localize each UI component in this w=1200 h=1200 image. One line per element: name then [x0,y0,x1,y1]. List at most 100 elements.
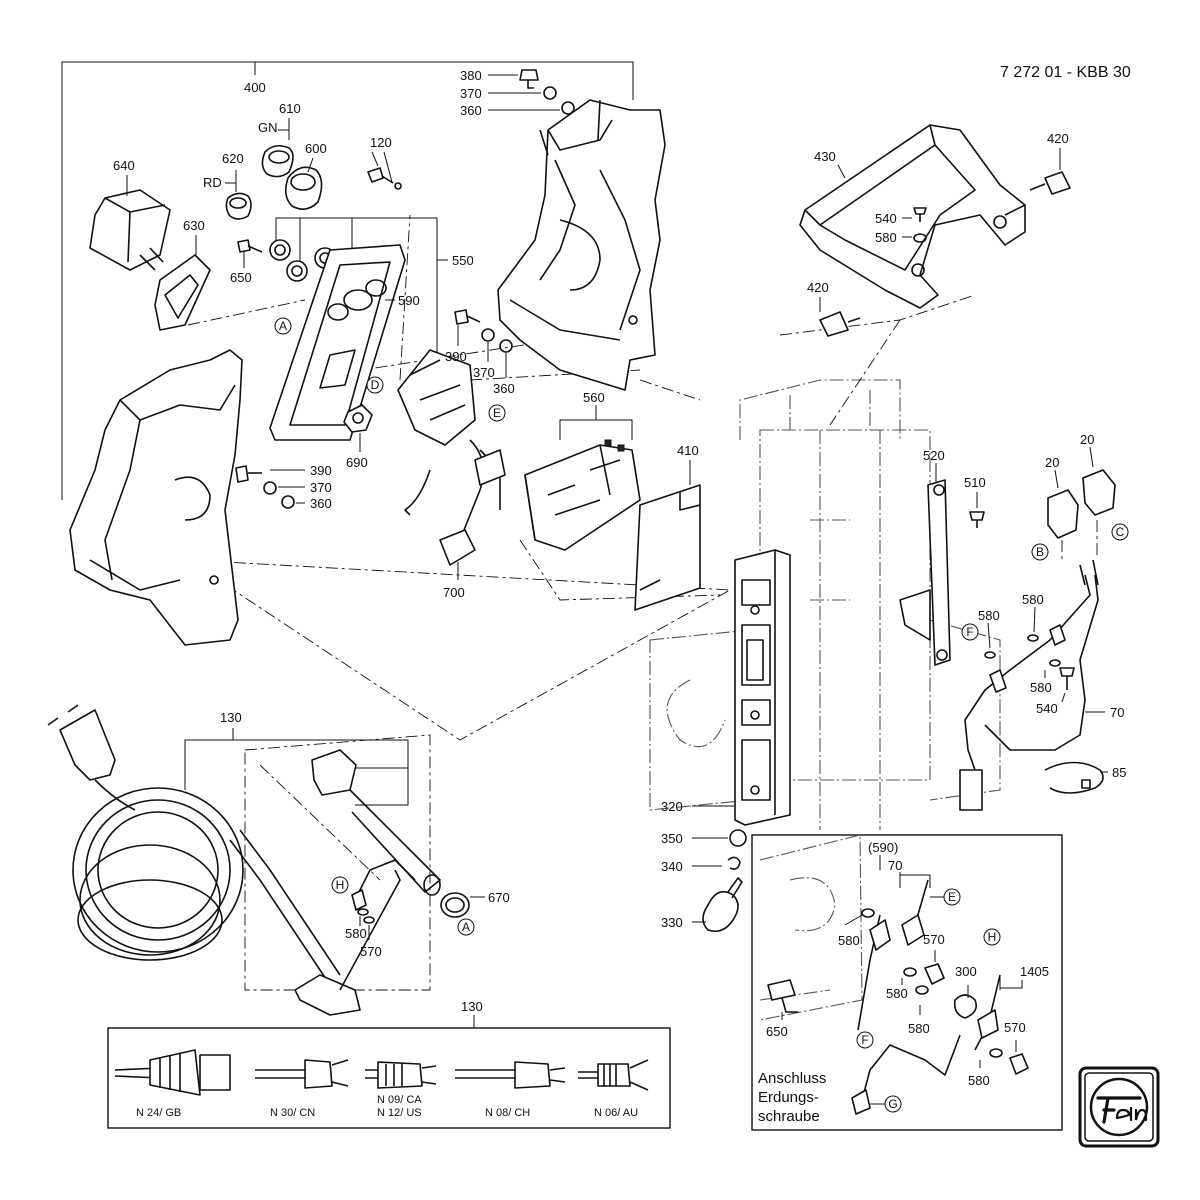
svg-text:580: 580 [968,1073,990,1088]
svg-text:360: 360 [493,381,515,396]
washer-580-top: 580 [875,230,927,245]
svg-text:350: 350 [661,831,683,846]
inset-wire-f [857,914,891,1031]
svg-text:130: 130 [461,999,483,1014]
inset-wire-e [901,879,929,946]
svg-text:590: 590 [398,293,420,308]
ground-wire-h [351,859,416,911]
knob-610: 610 GN [258,101,301,178]
svg-text:1405: 1405 [1020,964,1049,979]
washer-580-low: 580 [1030,659,1061,695]
cap-20-right: 20 [1080,432,1116,516]
svg-text:G: G [888,1097,897,1111]
power-cord-130: 130 [47,704,409,1016]
svg-text:550: 550 [452,253,474,268]
svg-text:schraube: schraube [758,1108,820,1125]
inset-terminal-300 [953,994,978,1019]
screw-540-low: 540 [1036,667,1075,716]
oring-670: 670 [440,890,510,918]
svg-text:330: 330 [661,915,683,930]
svg-text:410: 410 [677,443,699,458]
svg-text:420: 420 [1047,131,1069,146]
knob-screw-330: 330 [661,877,743,933]
svg-text:670: 670 [488,890,510,905]
washer-580-mid: 580 [1022,592,1044,642]
circled-letter-h-inset: H [983,928,1001,946]
screw-420-top: 420 [1029,131,1071,195]
plug-cn: N 30/ CN [255,1059,349,1119]
circled-letter-h-cord: H [331,876,349,894]
svg-text:Erdungs-: Erdungs- [758,1089,819,1106]
svg-text:85: 85 [1112,765,1126,780]
svg-text:340: 340 [661,859,683,874]
svg-text:320: 320 [661,799,683,814]
plug-ch: N 08/ CH [455,1061,566,1119]
housing-half-left [69,349,243,646]
washer-370-left: 370 [263,480,332,495]
svg-text:380: 380 [460,68,482,83]
cap-20-left: 20 [1045,455,1079,539]
circled-letter-a-top: A [274,317,292,335]
inset-nut-570-b [1009,1053,1029,1075]
washer-360-mid: 360 [493,339,515,396]
svg-text:70: 70 [888,858,902,873]
plug-gb: N 24/ GB [114,1049,231,1119]
inset-washer-580-a [861,908,875,918]
cap-guides [1061,520,1098,560]
svg-text:650: 650 [230,270,252,285]
svg-text:N 08/ CH: N 08/ CH [485,1107,530,1119]
svg-text:540: 540 [1036,701,1058,716]
svg-text:420: 420 [807,280,829,295]
switch-block-700: 700 [397,349,506,600]
strain-relief [311,749,441,896]
svg-text:A: A [462,920,470,934]
housing-half-right [497,99,666,391]
svg-text:690: 690 [346,455,368,470]
svg-text:H: H [988,930,997,944]
svg-text:130: 130 [220,710,242,725]
inset-screw-650 [767,979,798,1013]
svg-text:H: H [336,878,345,892]
screw-390-mid: 390 [445,309,481,364]
svg-text:400: 400 [244,80,266,95]
svg-text:430: 430 [814,149,836,164]
svg-text:520: 520 [923,448,945,463]
svg-text:N 24/ GB: N 24/ GB [136,1107,181,1119]
svg-text:580: 580 [875,230,897,245]
svg-text:N 30/ CN: N 30/ CN [270,1107,315,1119]
circled-letter-f-top: F [961,623,979,641]
inset-ground-connection: (590) 70 580 570 580 300 1405 650 580 57… [751,834,1063,1131]
inset-washer-580-d [989,1048,1003,1058]
inset-nut-570-a [924,963,945,985]
svg-text:570: 570 [1004,1020,1026,1035]
screw-540-top: 540 [875,207,927,226]
svg-text:580: 580 [838,933,860,948]
svg-text:570: 570 [923,932,945,947]
circled-letter-e-top: E [488,404,506,422]
inset-wire-h [974,974,1001,1051]
svg-text:640: 640 [113,158,135,173]
svg-text:E: E [948,890,956,904]
svg-text:120: 120 [370,135,392,150]
front-panel-590: 590 [269,244,420,441]
svg-text:N 09/ CA: N 09/ CA [377,1094,422,1106]
svg-text:580: 580 [1030,680,1052,695]
svg-text:20: 20 [1045,455,1059,470]
svg-text:300: 300 [955,964,977,979]
washer-580-f: 580 [978,608,1000,659]
fein-logo [1078,1066,1160,1148]
svg-text:D: D [371,378,380,392]
plug-variants-box: 130 N 24/ GB N 30/ CN N 09/ CA N 12/ US [107,999,671,1129]
svg-text:RD: RD [203,175,222,190]
svg-text:650: 650 [766,1024,788,1039]
pcb-560: 560 [524,390,641,551]
washer-350: 350 [661,829,747,847]
washer-580-cord: 580 [345,908,369,941]
circled-letter-d: D [366,376,384,394]
knob-600: 600 [284,141,327,210]
seals-550: 550 [269,217,474,380]
svg-text:510: 510 [964,475,986,490]
svg-text:370: 370 [460,86,482,101]
circled-letter-c: C [1111,523,1129,541]
svg-text:E: E [493,406,501,420]
